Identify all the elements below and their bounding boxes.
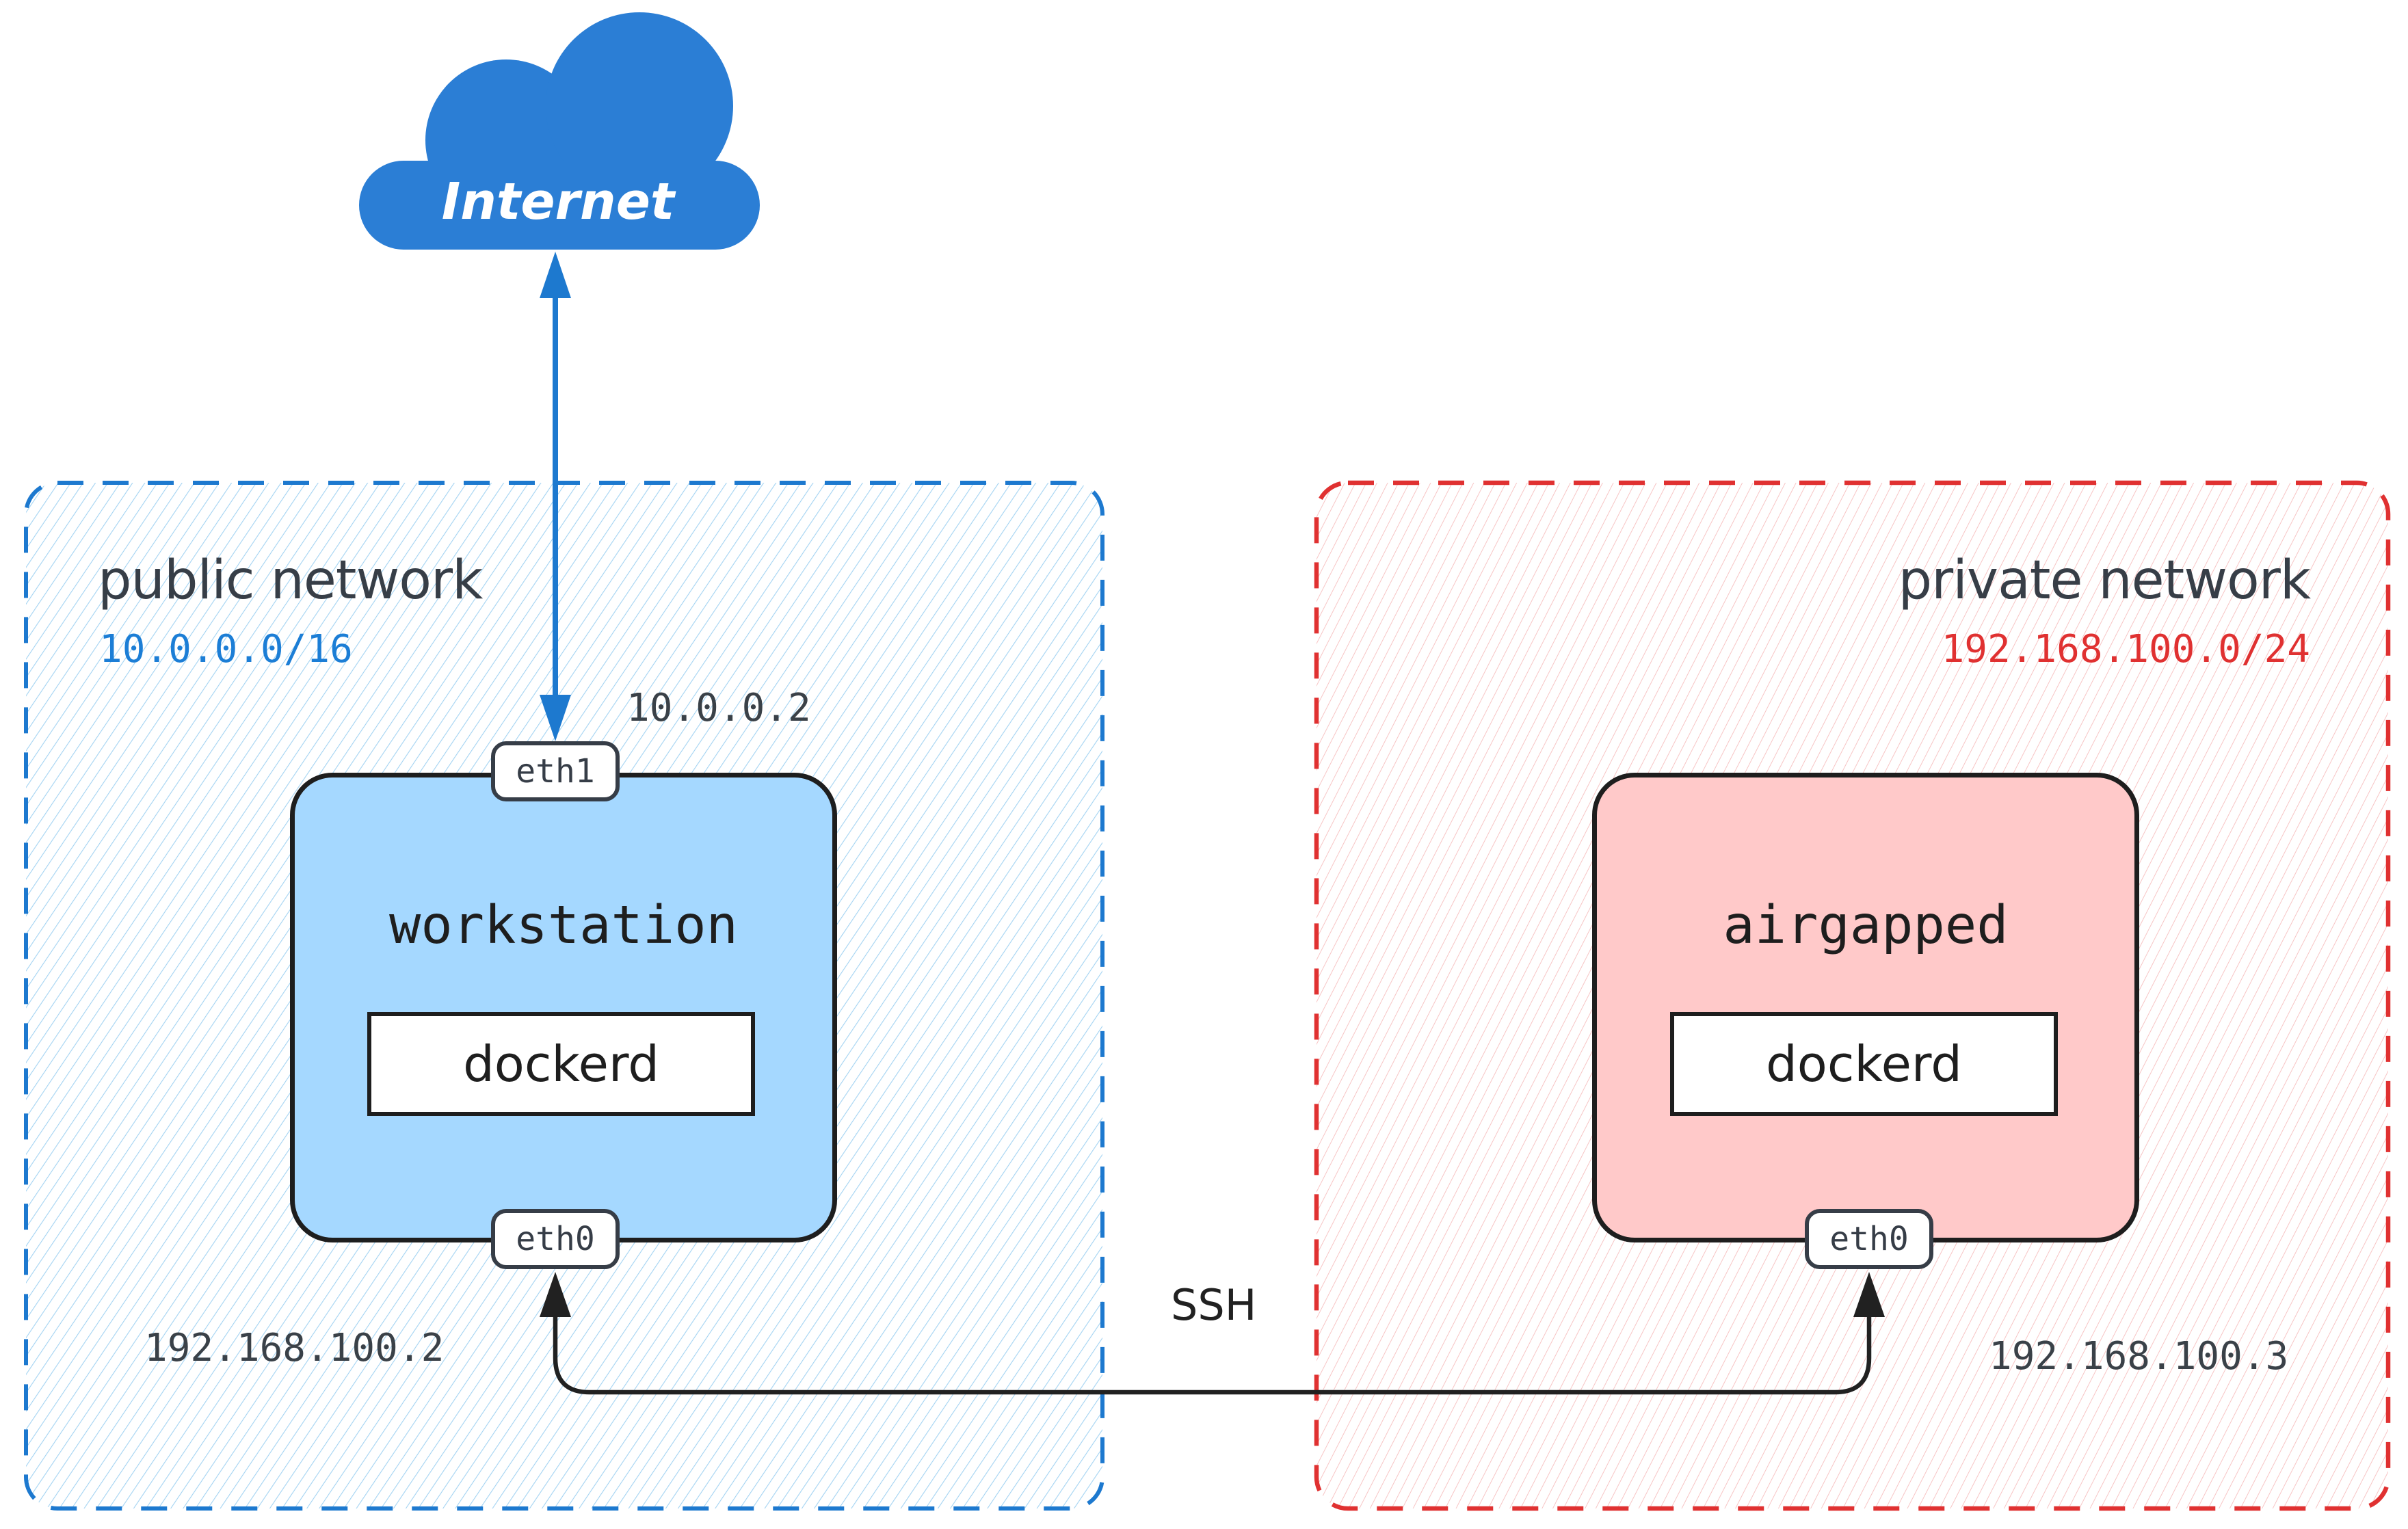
workstation-dockerd-box: dockerd [367, 1012, 755, 1116]
ssh-label: SSH [1171, 1280, 1257, 1330]
airgapped-eth0-ip: 192.168.100.3 [1989, 1334, 2289, 1379]
ssh-arrow [540, 1272, 1885, 1395]
internet-label: Internet [442, 172, 676, 231]
airgapped-dockerd-box: dockerd [1670, 1012, 2058, 1116]
private-network-title: private network [1898, 550, 2311, 611]
workstation-node: workstation dockerd [290, 773, 837, 1242]
workstation-eth1-ip: 10.0.0.2 [626, 686, 811, 730]
public-network-subnet: 10.0.0.0/16 [99, 627, 353, 672]
airgapped-port-eth0: eth0 [1805, 1209, 1933, 1269]
internet-cloud-icon [359, 12, 760, 250]
airgapped-name: airgapped [1723, 895, 2009, 956]
public-network-title: public network [98, 550, 483, 611]
workstation-port-eth1: eth1 [491, 741, 620, 801]
workstation-eth0-ip: 192.168.100.2 [144, 1326, 445, 1370]
workstation-port-eth0: eth0 [491, 1209, 620, 1269]
workstation-name: workstation [389, 895, 738, 956]
private-network-subnet: 192.168.100.0/24 [1941, 627, 2310, 672]
airgapped-node: airgapped dockerd [1592, 773, 2139, 1242]
internet-link-arrow [540, 252, 571, 741]
